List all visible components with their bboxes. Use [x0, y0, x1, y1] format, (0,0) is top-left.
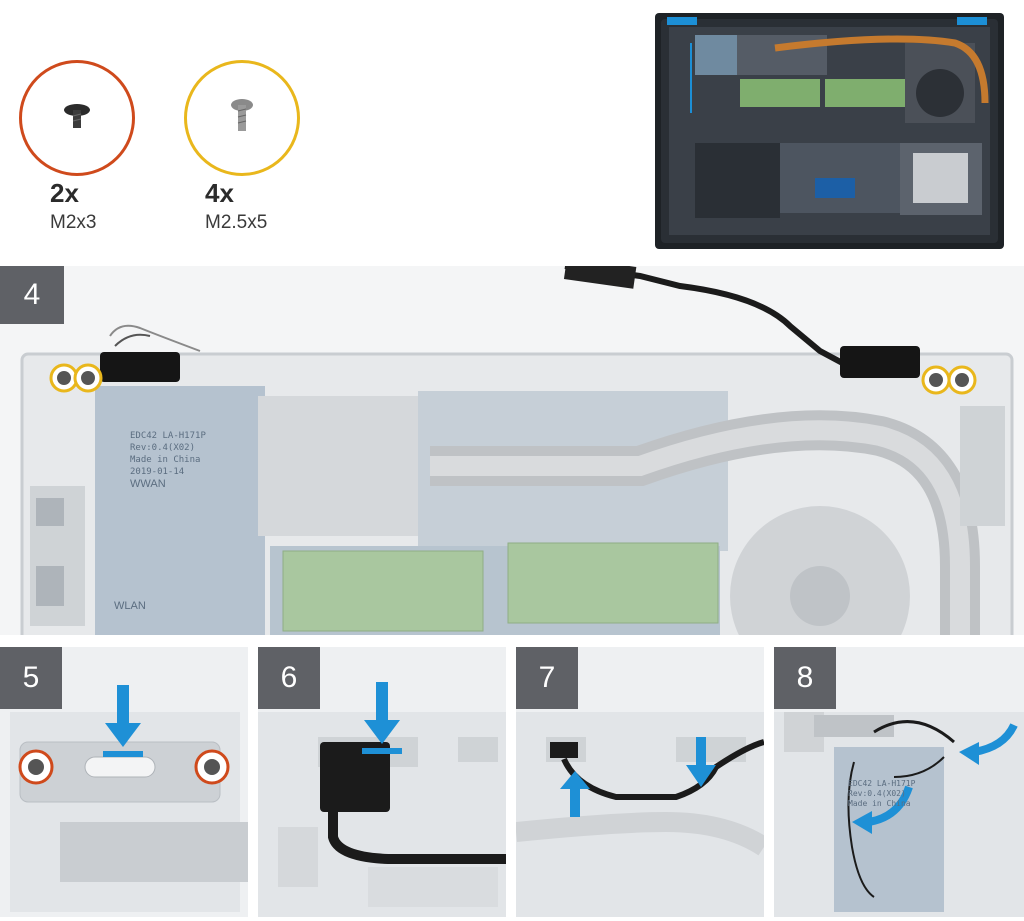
step-4-panel: 4: [0, 266, 1024, 635]
screw-m2x3-quantity: 2x: [50, 178, 79, 208]
step-6-illustration: [258, 682, 506, 917]
step-6-number: 6: [258, 647, 320, 709]
screw-m2x3-size: M2x3: [50, 212, 97, 233]
step-8-panel: 8 EDC42 LA-H171P Rev:0.4(X02) Made in Ch…: [774, 647, 1024, 917]
screw-m2x3-icon: [19, 60, 135, 176]
step-8-illustration: [774, 712, 1024, 917]
wwan-label: WWAN: [130, 478, 166, 490]
step-4-number: 4: [0, 266, 64, 324]
screw-m2-5x5-size: M2.5x5: [205, 212, 268, 233]
step-8-pcb-label: EDC42 LA-H171P Rev:0.4(X02) Made in Chin…: [848, 779, 916, 808]
step-5-illustration: [10, 685, 248, 912]
overview-laptop-image: [655, 13, 1004, 249]
step-7-illustration: [516, 712, 764, 917]
step-6-panel: 6: [258, 647, 506, 917]
pcb-label: EDC42 LA-H171P Rev:0.4(X02) Made in Chin…: [130, 431, 206, 477]
step-5-number: 5: [0, 647, 62, 709]
screw-m2-5x5-icon: [184, 60, 300, 176]
step-7-number: 7: [516, 647, 578, 709]
screw-m2-5x5-quantity: 4x: [205, 178, 234, 208]
step-4-illustration: [20, 266, 1014, 635]
wlan-label: WLAN: [114, 600, 146, 612]
step-8-number: 8: [774, 647, 836, 709]
step-7-panel: 7: [516, 647, 764, 917]
step-5-panel: 5: [0, 647, 248, 917]
